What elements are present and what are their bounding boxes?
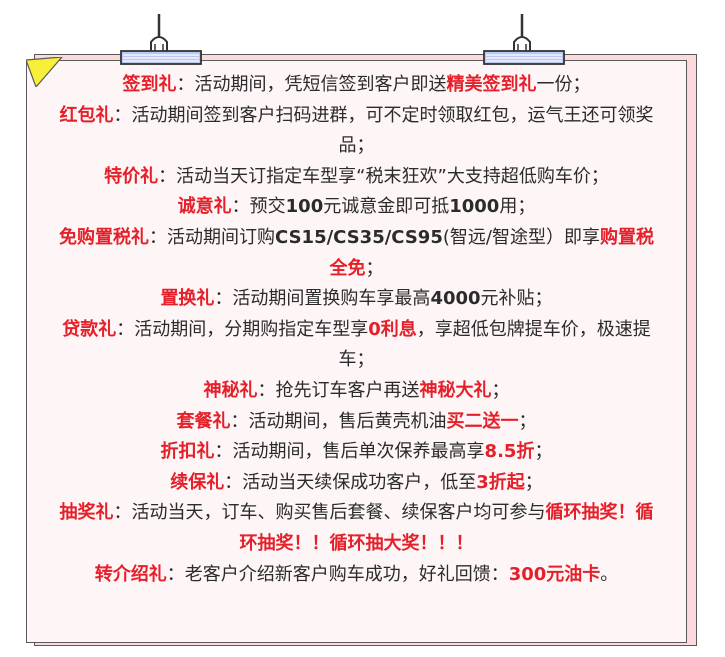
gift-highlight: 神秘大礼 — [419, 379, 492, 401]
gift-description: 。 — [600, 563, 619, 585]
note-card — [26, 60, 687, 643]
pushpin-clip-icon-right — [483, 14, 565, 65]
gift-description: ：活动期间签到客户扫码进群，可不定时领取红包，运气王还可领奖品； — [113, 104, 654, 157]
gift-description: ：活动期间，售后黄壳机油 — [230, 410, 447, 432]
gift-description: ，享超低包牌提车价，极速提车； — [338, 318, 651, 371]
gift-description: ； — [518, 410, 537, 432]
list-item: 套餐礼：活动期间，售后黄壳机油买二送一； — [26, 407, 687, 438]
list-item: 特价礼：活动当天订指定车型享“税末狂欢”大支持超低购车价； — [26, 162, 687, 193]
gift-description: ； — [365, 257, 384, 279]
gift-highlight: 购置税全免 — [329, 226, 654, 279]
gift-highlight: 3折起 — [476, 471, 525, 493]
gift-description: 元补贴； — [480, 288, 553, 310]
gift-highlight: 8.5折 — [484, 441, 535, 463]
list-item: 神秘礼：抢先订车客户再送神秘大礼； — [26, 376, 687, 407]
gift-description: ：活动期间置换购车享最高 — [214, 288, 431, 310]
gift-description: ； — [524, 471, 543, 493]
gift-description: ：预交 — [231, 196, 286, 218]
list-item: 抽奖礼：活动当天，订车、购买售后套餐、续保客户均可参与循环抽奖！循环抽奖！！循环… — [26, 498, 687, 559]
folded-corner-icon — [26, 57, 63, 87]
gift-description: 元诚意金即可抵 — [323, 196, 450, 218]
gift-name: 神秘礼 — [203, 379, 258, 401]
gift-highlight: 精美签到礼 — [446, 74, 537, 95]
gift-amount: 4000 — [430, 288, 481, 310]
pushpin-clip-icon-left — [120, 14, 202, 65]
gift-name: 转介绍礼 — [94, 563, 167, 585]
gift-name: 套餐礼 — [176, 410, 231, 432]
gift-name: 贷款礼 — [62, 318, 117, 340]
gift-description: ：活动期间订购 — [149, 226, 276, 248]
gift-description: ：活动期间，凭短信签到客户即送 — [176, 74, 447, 95]
gift-description: ； — [534, 441, 553, 463]
gift-description: ：活动期间，售后单次保养最高享 — [214, 441, 485, 463]
gift-name: 续保礼 — [170, 471, 225, 493]
gift-name: 置换礼 — [160, 288, 215, 310]
gift-description: ：老客户介绍新客户购车成功，好礼回馈： — [166, 563, 509, 585]
list-item: 转介绍礼：老客户介绍新客户购车成功，好礼回馈：300元油卡。 — [26, 560, 687, 591]
gift-name: 红包礼 — [59, 104, 114, 126]
car-models: CS15/CS35/CS95 — [275, 226, 443, 248]
gift-highlight: 循环抽奖！循环抽奖！！循环抽大奖！！！ — [239, 502, 654, 554]
gift-amount: 1000 — [449, 196, 500, 218]
list-item: 置换礼：活动期间置换购车享最高4000元补贴； — [26, 284, 687, 315]
list-item: 贷款礼：活动期间，分期购指定车型享0利息，享超低包牌提车价，极速提车； — [26, 315, 687, 376]
gift-name: 特价礼 — [104, 165, 159, 187]
gift-name: 诚意礼 — [177, 196, 232, 218]
gift-description: 用； — [499, 196, 536, 218]
gift-description: ：活动当天续保成功客户，低至 — [224, 471, 477, 493]
gift-description: ：抢先订车客户再送 — [257, 379, 420, 401]
list-item: 诚意礼：预交100元诚意金即可抵1000用； — [26, 192, 687, 223]
gift-name: 免购置税礼 — [59, 226, 150, 248]
gift-description: ：活动当天，订车、购买售后套餐、续保客户均可参与 — [113, 502, 546, 524]
gift-highlight: 300元油卡 — [508, 563, 601, 585]
gift-list: 签到礼：活动期间，凭短信签到客户即送精美签到礼一份； 红包礼：活动期间签到客户扫… — [26, 70, 687, 590]
list-item: 续保礼：活动当天续保成功客户，低至3折起； — [26, 468, 687, 499]
list-item: 签到礼：活动期间，凭短信签到客户即送精美签到礼一份； — [26, 70, 687, 101]
gift-description: ：活动当天订指定车型享“税末狂欢”大支持超低购车价； — [158, 165, 609, 187]
gift-highlight: 买二送一 — [446, 410, 519, 432]
gift-name: 折扣礼 — [160, 441, 215, 463]
gift-amount: 100 — [285, 196, 324, 218]
list-item: 免购置税礼：活动期间订购CS15/CS35/CS95(智远/智途型）即享购置税全… — [26, 223, 687, 284]
gift-description: 一份； — [536, 74, 591, 95]
gift-description: ：活动期间，分期购指定车型享 — [116, 318, 369, 340]
gift-description: (智远/智途型）即享 — [442, 226, 600, 248]
gift-highlight: 0利息 — [368, 318, 417, 340]
gift-name: 抽奖礼 — [59, 502, 114, 524]
list-item: 折扣礼：活动期间，售后单次保养最高享8.5折； — [26, 437, 687, 468]
gift-name: 签到礼 — [122, 74, 177, 95]
gift-description: ； — [491, 379, 510, 401]
list-item: 红包礼：活动期间签到客户扫码进群，可不定时领取红包，运气王还可领奖品； — [26, 101, 687, 162]
